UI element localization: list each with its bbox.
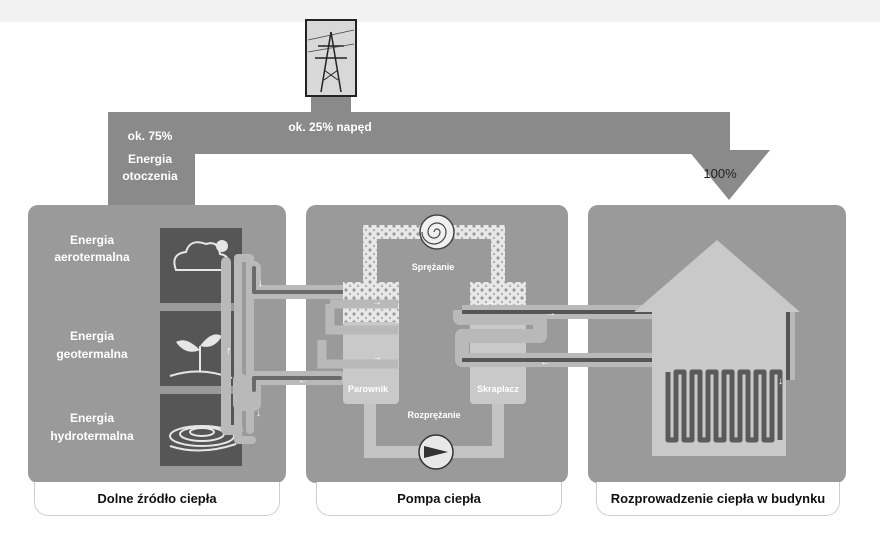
ambient-label-2: otoczenia — [122, 169, 178, 183]
aerothermal-line2: aerotermalna — [54, 250, 130, 264]
evaporator — [317, 282, 399, 404]
condenser-label: Skraplacz — [477, 384, 520, 394]
flow-arrow: ↓ — [778, 376, 783, 387]
energy-flow-arrow — [108, 96, 770, 205]
refrigerant-loop — [363, 225, 505, 458]
source-loop-pipes — [221, 254, 363, 444]
total-percent: 100% — [703, 166, 737, 181]
flow-arrow: → — [372, 297, 382, 308]
flow-arrow: ← — [540, 357, 550, 368]
flow-arrow: ← — [298, 375, 308, 386]
flow-arrow: ↓ — [256, 408, 261, 419]
source-caption: Dolne źródło ciepła — [34, 482, 280, 516]
power-pylon-icon — [305, 19, 357, 97]
compression-label: Sprężanie — [412, 262, 455, 272]
pump-caption: Pompa ciepła — [316, 482, 562, 516]
drive-share: ok. 25% napęd — [288, 120, 371, 134]
house-icon — [634, 240, 800, 456]
flow-arrow: → — [546, 308, 556, 319]
expansion-label: Rozprężanie — [407, 410, 460, 420]
aerothermal-line1: Energia — [70, 233, 114, 247]
expansion-valve-icon — [418, 434, 454, 470]
building-caption: Rozprowadzenie ciepła w budynku — [596, 482, 840, 516]
hydrothermal-line2: hydrotermalna — [50, 429, 134, 443]
sprout-icon — [169, 334, 233, 379]
geothermal-line2: geotermalna — [56, 347, 128, 361]
geothermal-line1: Energia — [70, 329, 114, 343]
ambient-label-1: Energia — [128, 152, 172, 166]
hydrothermal-line1: Energia — [70, 411, 114, 425]
flow-arrow: → — [372, 352, 382, 363]
flow-arrow: ↑ — [226, 345, 232, 357]
flow-arrow: ↓ — [258, 278, 263, 289]
evaporator-label: Parownik — [348, 384, 389, 394]
flow-arrow: → — [485, 297, 495, 308]
ambient-share: ok. 75% — [128, 129, 173, 143]
compressor-icon — [419, 214, 455, 250]
top-strip — [0, 0, 880, 22]
